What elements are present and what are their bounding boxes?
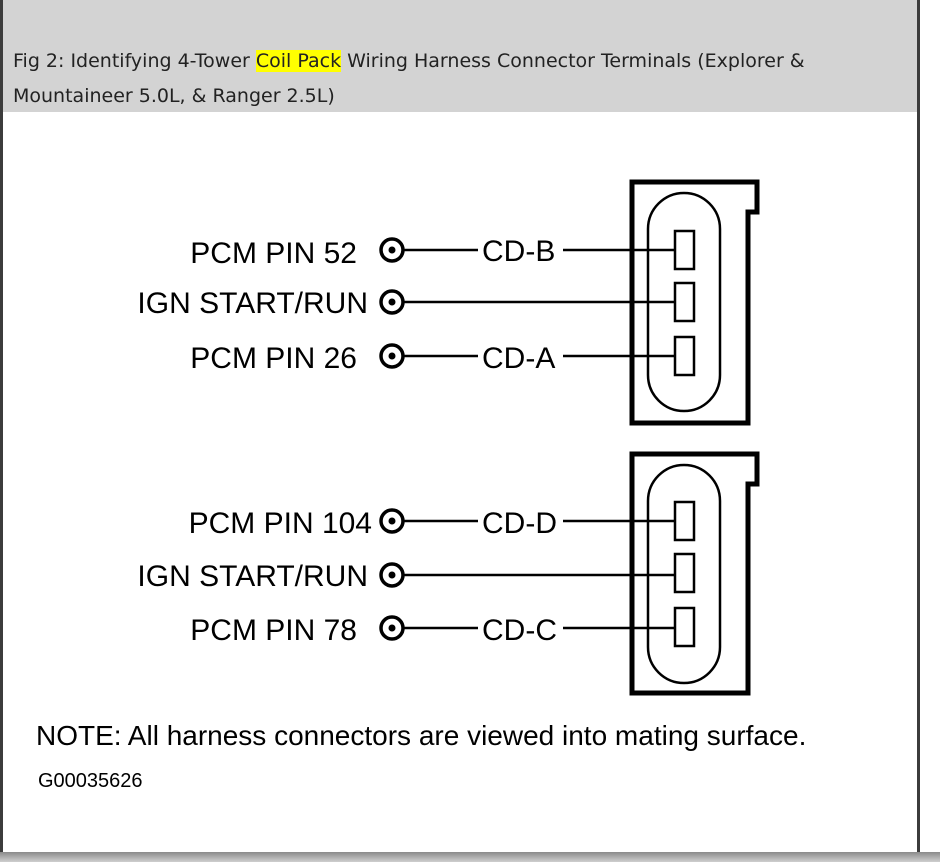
connector-top: PCM PIN 52 CD-B IGN START/RUN PCM PIN 26… [137,179,760,426]
circuit-label: CD-A [482,342,555,375]
caption-highlight: Coil Pack [255,50,342,72]
wire-row: PCM PIN 78 CD-C [190,614,675,647]
wire-label: PCM PIN 26 [190,342,357,375]
wire-row: IGN START/RUN [137,560,675,593]
caption-prefix: Fig 2: Identifying 4-Tower [13,50,256,72]
circuit-label: CD-C [482,614,557,647]
wire-row: PCM PIN 104 CD-D [189,507,675,540]
wire-row: PCM PIN 26 CD-A [190,342,675,375]
wire-label: IGN START/RUN [137,560,368,593]
figure-frame [0,0,920,855]
circuit-label: CD-D [482,507,557,540]
wire-label: PCM PIN 104 [189,507,372,540]
caption-suffix: Wiring Harness Connector Terminals (Expl… [13,50,805,107]
wire-label: PCM PIN 78 [190,614,357,647]
connector-bottom: PCM PIN 104 CD-D IGN START/RUN PCM PIN 7… [137,451,760,696]
figure-caption: Fig 2: Identifying 4-Tower Coil Pack Wir… [3,0,917,112]
bottom-scroll-edge [0,852,940,862]
figure-code: G00035626 [38,770,143,792]
wire-row: PCM PIN 52 CD-B [190,235,675,270]
circuit-label: CD-B [482,235,555,268]
wire-row: IGN START/RUN [137,287,675,320]
wire-label: PCM PIN 52 [190,237,357,270]
wire-label: IGN START/RUN [137,287,368,320]
note-text: NOTE: All harness connectors are viewed … [36,720,806,751]
